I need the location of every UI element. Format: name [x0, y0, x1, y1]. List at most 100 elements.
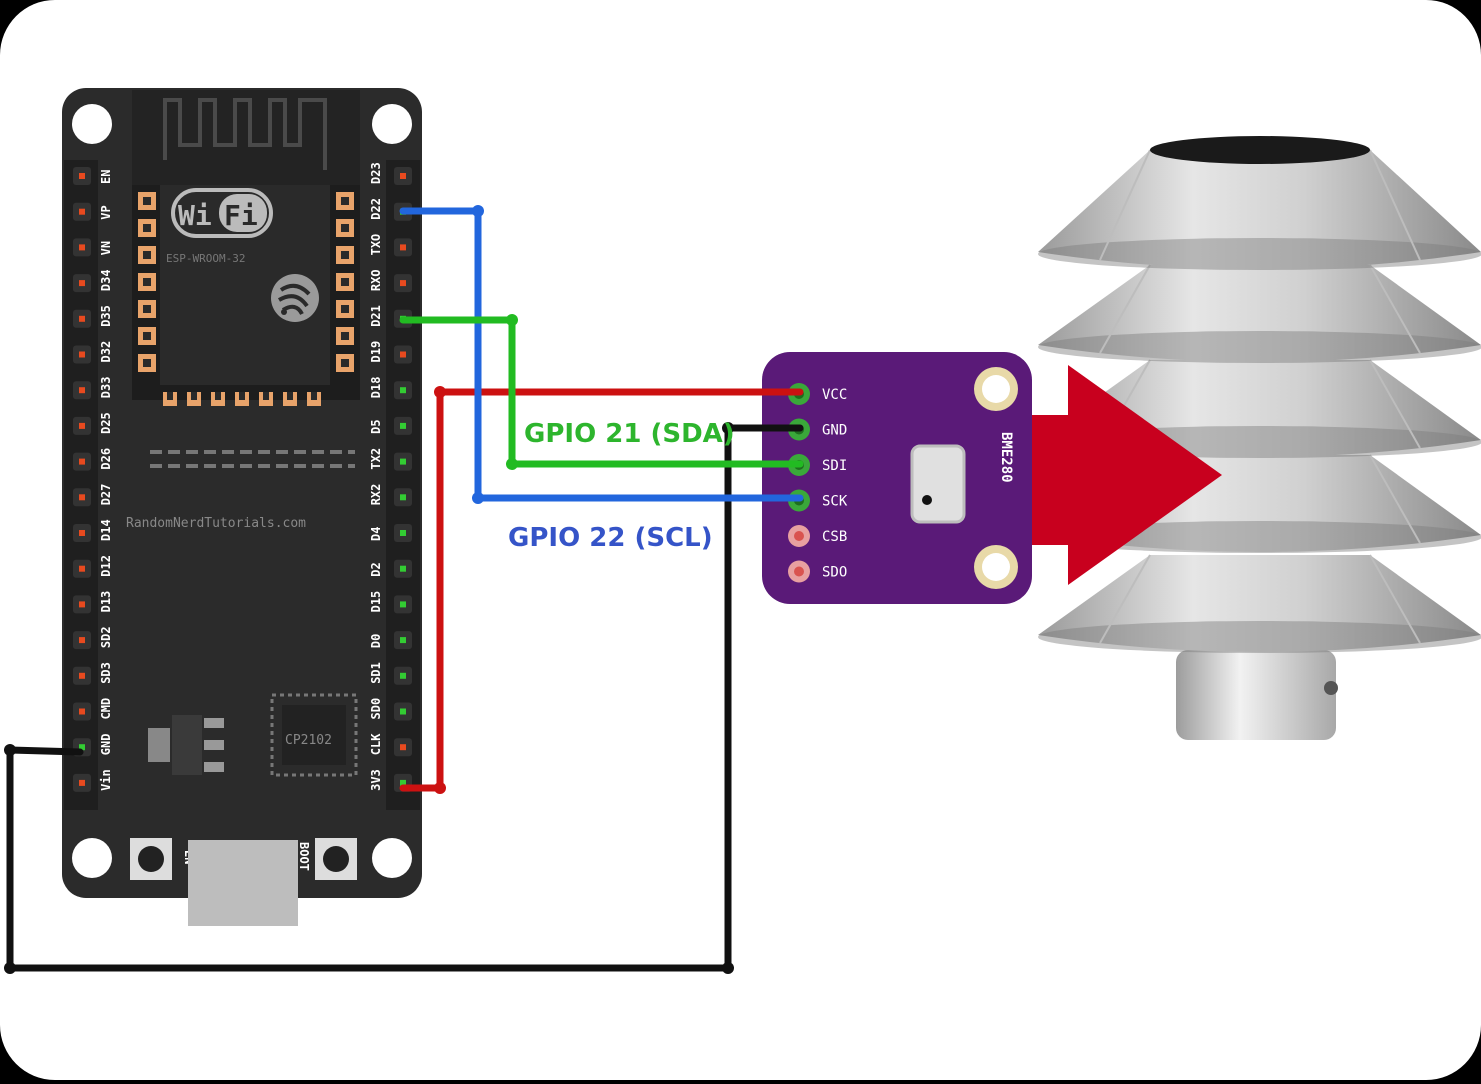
bme280-chip [910, 444, 966, 524]
radiation-shield-icon [1038, 136, 1481, 740]
pin-label: CLK [369, 733, 383, 755]
pin-label: VN [99, 241, 113, 255]
wire-junction [722, 962, 734, 974]
esp32-pin-d25[interactable] [73, 416, 91, 435]
pin-label: CMD [99, 698, 113, 720]
shield-cone-tier [1038, 264, 1481, 363]
pin-label: D32 [99, 341, 113, 363]
sensor-pin-csb[interactable] [788, 525, 810, 547]
sensor-name: BME280 [998, 432, 1014, 483]
wire-junction [472, 205, 484, 217]
esp32-pin-vin[interactable] [73, 773, 91, 792]
shield-cone-tier [1038, 554, 1481, 653]
esp32-pin-vn[interactable] [73, 238, 91, 257]
sda-wire [399, 316, 804, 468]
sensor-pin-label: SCK [822, 494, 848, 510]
esp32-pin-d4[interactable] [394, 524, 412, 542]
pin-label: D33 [99, 377, 113, 399]
wire-junction [4, 962, 16, 974]
pin-label: D18 [369, 377, 383, 399]
esp32-pin-d13[interactable] [73, 595, 91, 614]
esp32-pin-sd3[interactable] [73, 666, 91, 685]
pin-label: D35 [99, 305, 113, 327]
pin-label: D5 [369, 419, 383, 433]
svg-text:CP2102: CP2102 [285, 733, 332, 748]
esp32-pin-rx2[interactable] [394, 488, 412, 507]
pin-label: D15 [369, 591, 383, 613]
wire-junction [4, 744, 16, 756]
wire-junction [722, 422, 734, 434]
esp32-pin-cmd[interactable] [73, 702, 91, 721]
pin-label: RX2 [369, 484, 383, 506]
svg-text:Wi: Wi [178, 199, 212, 232]
pin-label: SD2 [99, 626, 113, 648]
esp32-pin-txo[interactable] [394, 238, 412, 257]
sda-label: GPIO 21 (SDA) [524, 419, 735, 449]
esp32-pin-d23[interactable] [394, 167, 412, 185]
sensor-pin-label: SDI [822, 458, 847, 474]
esp32-pin-d32[interactable] [73, 345, 91, 364]
esp32-pin-d35[interactable] [73, 309, 91, 328]
right-arrow-icon [1030, 365, 1222, 585]
pin-label: D22 [369, 198, 383, 220]
esp32-pin-rxo[interactable] [394, 274, 412, 293]
pin-label: RXO [369, 269, 383, 291]
pin-label: D25 [99, 412, 113, 434]
mounting-hole [372, 104, 412, 144]
pcb-antenna [163, 98, 327, 170]
svg-text:Fi: Fi [224, 199, 258, 232]
esp32-pin-d18[interactable] [394, 381, 412, 400]
esp32-pin-d14[interactable] [73, 524, 91, 542]
sensor-pin-sdo[interactable] [788, 560, 810, 583]
esp32-pin-d15[interactable] [394, 595, 412, 614]
cp2102-chip: CP2102 [270, 693, 358, 777]
voltage-regulator [148, 715, 224, 775]
esp32-pin-sd1[interactable] [394, 666, 412, 685]
pin-label: D26 [99, 448, 113, 470]
esp32-pin-en[interactable] [73, 167, 91, 185]
pin-label: D12 [99, 555, 113, 577]
pin-label: 3V3 [369, 769, 383, 791]
mounting-hole [72, 104, 112, 144]
sensor-pin-label: CSB [822, 529, 847, 545]
pin-label: SD1 [369, 662, 383, 684]
wire-junction [434, 782, 446, 794]
pin-label: D13 [99, 591, 113, 613]
wifi-logo-icon: Wi Fi [171, 188, 273, 238]
pin-label: D4 [369, 527, 383, 541]
en-button[interactable] [130, 838, 172, 880]
esp32-pin-sd0[interactable] [394, 702, 412, 721]
pin-label: D34 [99, 269, 113, 291]
pin-label: D19 [369, 341, 383, 363]
esp32-pin-sd2[interactable] [73, 631, 91, 650]
esp32-pin-d27[interactable] [73, 488, 91, 507]
esp32-pin-tx2[interactable] [394, 452, 412, 471]
esp32-pin-d33[interactable] [73, 381, 91, 400]
pin-label: TX2 [369, 448, 383, 470]
pin-label: GND [99, 734, 113, 756]
espressif-logo-icon [271, 274, 319, 322]
esp32-pin-d26[interactable] [73, 452, 91, 471]
pin-label: SD0 [369, 698, 383, 720]
sensor-pin-label: SDO [822, 565, 847, 581]
esp32-pin-d34[interactable] [73, 274, 91, 293]
sensor-pin-label: VCC [822, 387, 847, 403]
pin-label: D21 [369, 305, 383, 327]
esp32-pin-d12[interactable] [73, 559, 91, 578]
esp32-pin-vp[interactable] [73, 202, 91, 221]
pin-label: D27 [99, 484, 113, 506]
esp32-pin-d0[interactable] [394, 631, 412, 650]
esp32-pin-d19[interactable] [394, 345, 412, 364]
scl-label: GPIO 22 (SCL) [508, 523, 713, 553]
pin-label: Vin [99, 769, 113, 791]
esp32-pin-d2[interactable] [394, 559, 412, 578]
esp32-pin-clk[interactable] [394, 738, 412, 757]
watermark: RandomNerdTutorials.com [126, 516, 306, 531]
esp32-board: Wi Fi ESP-WROOM-32 RandomNerdTutorials.c… [62, 88, 422, 926]
boot-button[interactable] [315, 838, 357, 880]
esp32-pin-d5[interactable] [394, 416, 412, 435]
boot-button-label: BOOT [297, 842, 311, 871]
module-name: ESP-WROOM-32 [166, 252, 245, 265]
